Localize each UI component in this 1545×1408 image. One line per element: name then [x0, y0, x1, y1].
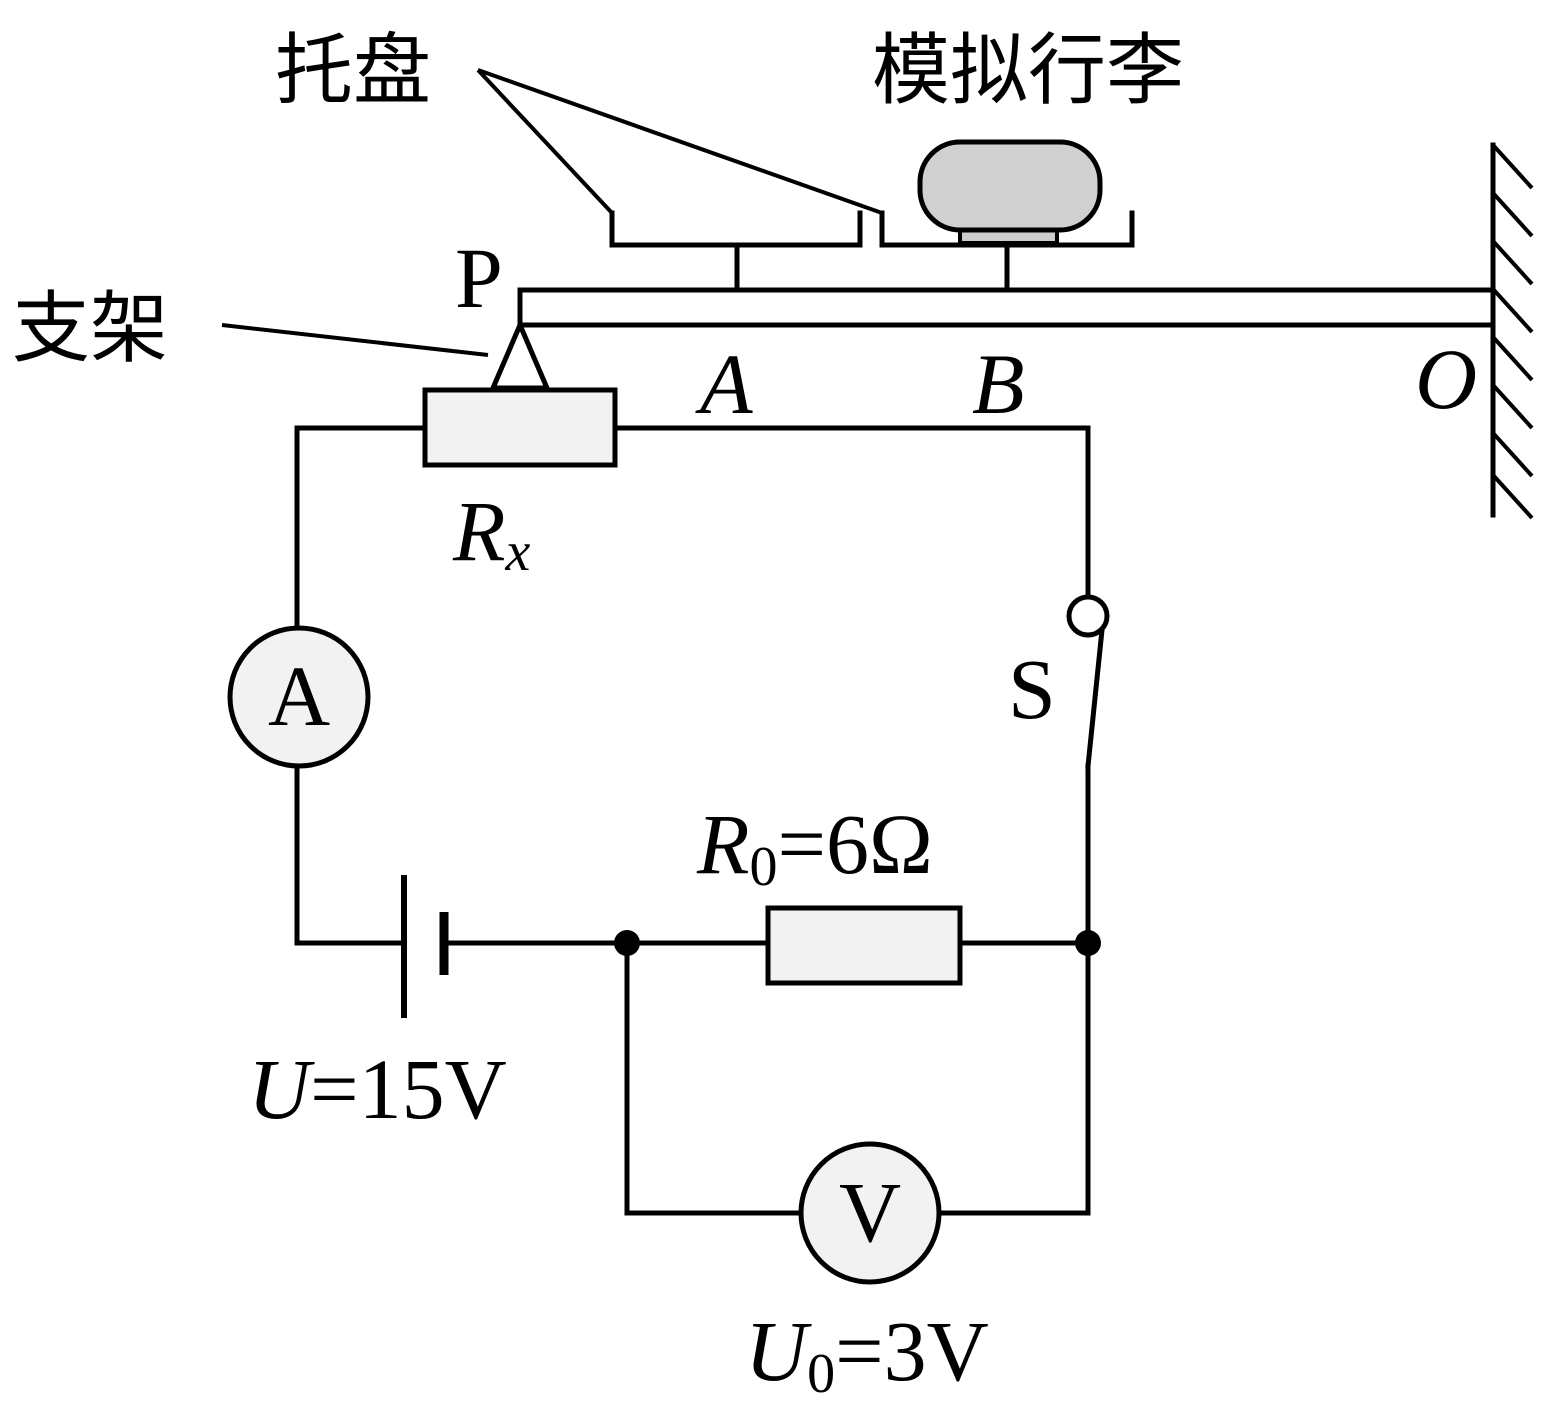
label-luggage: 模拟行李: [872, 26, 1184, 116]
label-point-o: O: [1415, 331, 1477, 427]
label-switch: S: [1008, 641, 1056, 737]
resistor-r0: [765, 905, 963, 986]
battery: [401, 875, 449, 1018]
tray-leader-a: [476, 68, 614, 215]
tray-leader-b: [477, 68, 883, 215]
wall: [1490, 142, 1534, 520]
luggage-shape: [917, 139, 1103, 233]
tray-a: [609, 210, 863, 293]
ammeter: A: [227, 625, 371, 769]
label-u0: U0=3V: [745, 1303, 989, 1405]
label-rx: Rx: [452, 483, 531, 583]
circuit-wires: [294, 425, 1091, 1216]
support-leader: [221, 323, 489, 357]
label-support: 支架: [12, 284, 168, 374]
label-r0: R0=6Ω: [696, 796, 933, 898]
voltmeter: V: [798, 1141, 942, 1285]
junction-right: [1075, 930, 1101, 956]
label-point-p: P: [455, 230, 503, 326]
svg-text:V: V: [839, 1164, 901, 1260]
support-triangle: [489, 318, 551, 391]
label-tray: 托盘: [275, 26, 431, 116]
label-point-a: A: [695, 336, 753, 432]
switch: [1066, 594, 1110, 769]
svg-text:A: A: [268, 648, 330, 744]
resistor-rx: [422, 387, 618, 468]
junction-left: [614, 930, 640, 956]
lever-bar: [517, 287, 1496, 328]
label-point-b: B: [972, 336, 1025, 432]
label-source-voltage: U=15V: [248, 1041, 507, 1137]
